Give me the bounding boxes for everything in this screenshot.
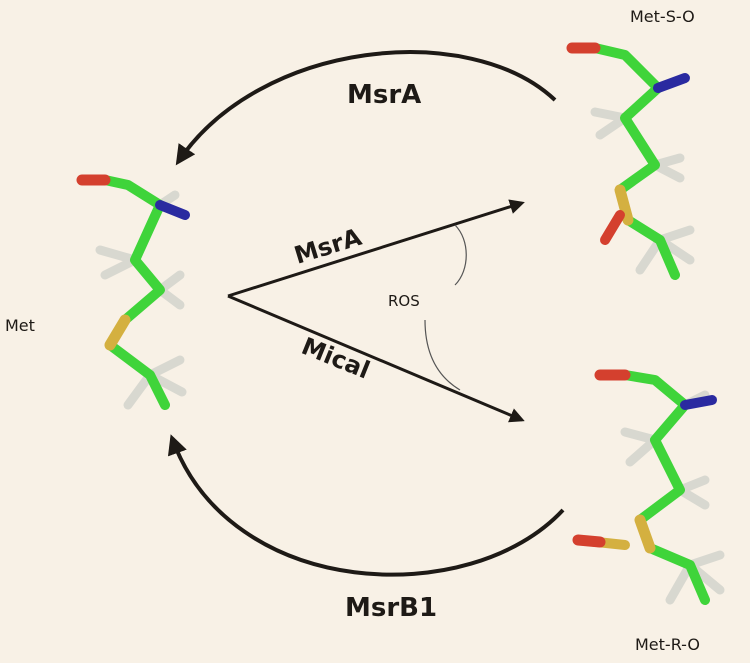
ros-arc-bottom bbox=[424, 319, 461, 391]
met-r-o-molecule bbox=[572, 369, 725, 605]
msra-reduction-arrow bbox=[175, 50, 557, 166]
met-molecule bbox=[76, 174, 190, 410]
ros-arc-top bbox=[454, 224, 467, 286]
ros-label: ROS bbox=[388, 292, 420, 310]
msra-top-label: MsrA bbox=[347, 80, 421, 110]
msra-diag-label: MsrA bbox=[291, 223, 365, 270]
msrb1-label: MsrB1 bbox=[345, 593, 437, 623]
oxidation-arrow-r bbox=[227, 294, 525, 423]
oxidation-arrow-s bbox=[227, 199, 525, 298]
met-s-o-label: Met-S-O bbox=[630, 7, 695, 26]
met-r-o-label: Met-R-O bbox=[635, 635, 700, 654]
met-label: Met bbox=[5, 316, 35, 335]
met-s-o-molecule bbox=[566, 42, 695, 280]
msrb1-reduction-arrow bbox=[168, 434, 565, 577]
